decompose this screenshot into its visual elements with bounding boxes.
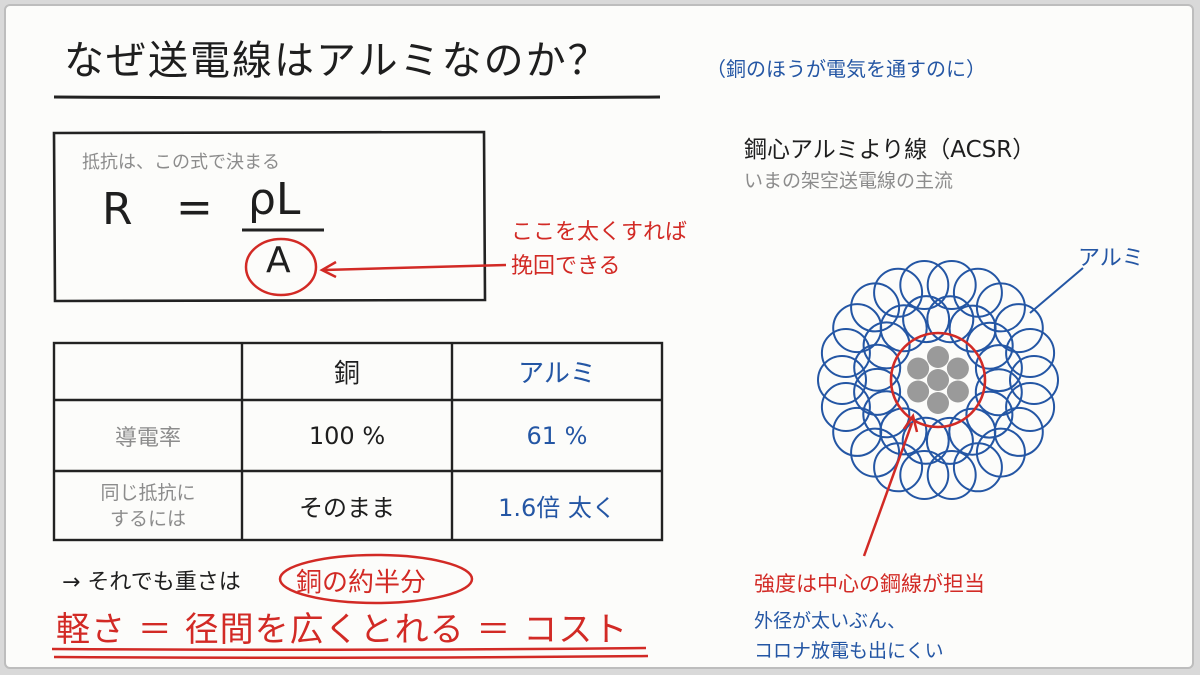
aluminum-same-resistance: 1.6倍 太く	[498, 494, 616, 522]
weight-note-highlight: 銅の約半分	[296, 568, 427, 598]
steel-strand	[907, 357, 930, 380]
steel-leader-line	[862, 422, 914, 557]
aluminum-strand-inner	[974, 344, 1023, 393]
steel-strand	[946, 380, 969, 403]
steel-strand	[907, 380, 930, 403]
steel-core-strands	[907, 346, 969, 414]
header-copper: 銅	[333, 359, 360, 389]
formula-caption: 抵抗は、この式で決まる	[82, 152, 280, 173]
row-label-conductivity: 導電率	[114, 425, 181, 451]
formula-note-line-1: ここを太くすれば	[511, 220, 688, 245]
aluminum-strand-inner	[862, 321, 911, 370]
title-underline	[53, 95, 661, 100]
aluminum-strand-outer	[899, 450, 950, 500]
aluminum-strand-outer	[820, 382, 871, 432]
weight-highlight-circle	[278, 553, 474, 605]
steel-strand	[946, 357, 969, 380]
steel-core-boundary	[889, 331, 987, 429]
acsr-subtitle: いまの架空送電線の主流	[744, 170, 954, 192]
whiteboard: なぜ送電線はアルミなのか？ （銅のほうが電気を通すのに）	[4, 4, 1194, 669]
aluminum-strand-inner	[948, 407, 997, 456]
conclusion-underline-2	[53, 654, 649, 660]
aluminum-strand-outer	[926, 260, 977, 310]
row-label-same-resistance: 同じ抵抗に するには	[54, 471, 242, 540]
line-drawings	[51, 95, 1084, 660]
formula-equals: =	[176, 182, 213, 233]
row-label-line-1: 同じ抵抗に	[100, 481, 196, 504]
aluminum-strand-outer	[1005, 382, 1056, 432]
aluminum-strand-outer	[975, 282, 1026, 333]
aluminum-strand-inner	[965, 321, 1014, 370]
aluminum-strand-inner	[853, 343, 902, 392]
aluminum-strands-inner	[853, 295, 1023, 465]
steel-leader-arrowhead	[902, 413, 919, 433]
aluminum-strand-inner	[926, 295, 975, 344]
aluminum-strand-inner	[948, 304, 997, 353]
aluminum-strand-outer	[952, 442, 1003, 493]
aluminum-strand-inner	[925, 416, 974, 465]
aluminum-leader-line	[1029, 267, 1084, 314]
formula-arrow	[323, 263, 507, 272]
page-title: なぜ送電線はアルミなのか？	[64, 38, 610, 84]
steel-strand	[927, 369, 949, 391]
formula-numerator: ρL	[248, 174, 301, 225]
steel-strand	[927, 392, 949, 414]
table-grid	[52, 341, 664, 542]
aluminum-strand-inner	[901, 416, 950, 465]
aluminum-strand-outer	[873, 267, 924, 318]
aluminum-strand-outer	[850, 427, 901, 478]
aluminum-strand-outer	[899, 260, 950, 310]
aluminum-conductivity: 61 %	[526, 421, 588, 450]
title-note: （銅のほうが電気を通すのに）	[706, 57, 986, 81]
formula-box	[52, 130, 487, 303]
conclusion-underline-1	[51, 646, 647, 652]
aluminum-strand-inner	[862, 390, 911, 439]
aluminum-strand-inner	[974, 368, 1023, 417]
formula-note-line-2: 挽回できる	[511, 254, 621, 279]
acsr-note-line-2: コロナ放電も出にくい	[754, 640, 944, 662]
aluminum-strand-outer	[817, 355, 867, 405]
aluminum-strand-outer	[1005, 328, 1056, 378]
aluminum-strand-outer	[926, 450, 977, 500]
formula-lhs: R	[102, 184, 133, 235]
aluminum-strand-inner	[879, 407, 928, 456]
steel-strand	[927, 346, 949, 368]
formula-denominator: A	[266, 240, 291, 281]
acsr-note-line-1: 外径が太いぶん、	[754, 610, 907, 632]
aluminum-strand-inner	[853, 367, 902, 416]
copper-conductivity: 100 %	[308, 421, 386, 450]
row-label-line-2: するには	[109, 507, 186, 530]
aluminum-strand-outer	[1009, 355, 1059, 405]
weight-note-prefix: → それでも重さは	[62, 570, 241, 595]
aluminum-strand-inner	[879, 304, 928, 353]
header-aluminum: アルミ	[518, 359, 596, 389]
copper-same-resistance: そのまま	[299, 494, 395, 522]
conclusion: 軽さ ＝ 径間を広くとれる ＝ コスト	[56, 610, 629, 650]
denominator-circle	[244, 237, 318, 297]
steel-label: 強度は中心の鋼線が担当	[754, 572, 985, 596]
formula-arrow-head	[319, 260, 337, 279]
acsr-title: 鋼心アルミより線（ACSR）	[744, 137, 1036, 163]
aluminum-label: アルミ	[1078, 246, 1144, 271]
aluminum-strand-inner	[902, 295, 951, 344]
aluminum-strand-inner	[965, 390, 1014, 439]
aluminum-strand-outer	[820, 328, 871, 378]
